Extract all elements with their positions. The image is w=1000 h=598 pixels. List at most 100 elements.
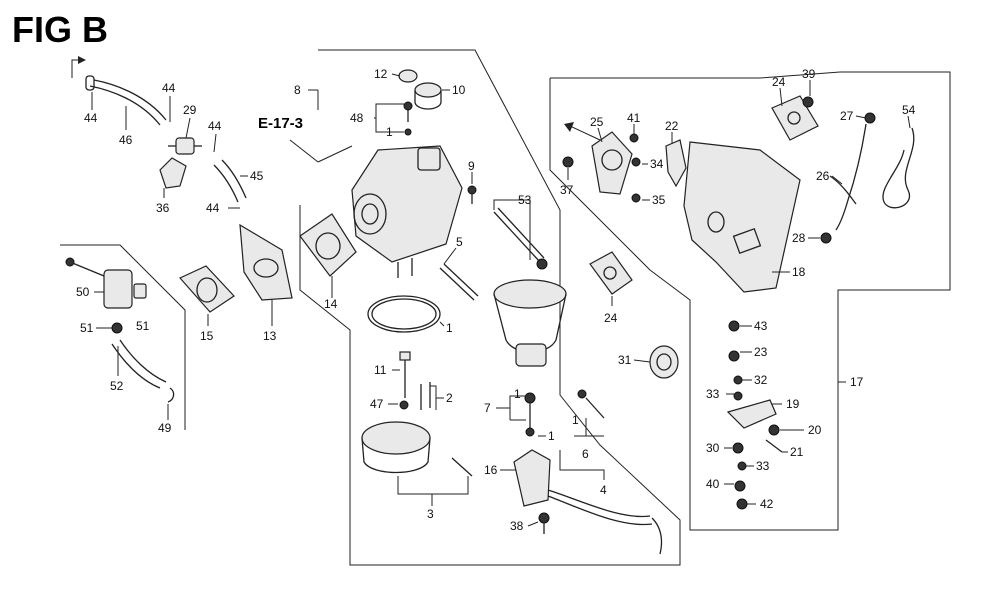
leader-lines [91,73,911,527]
lever-19 [726,399,777,429]
washer-40 [734,480,746,492]
fuel-hose-46 [89,79,167,126]
callout-label: 38 [510,519,524,533]
screw-47 [399,400,409,410]
callout-label: 1 [446,321,453,335]
callout-label: 52 [110,379,124,393]
callout-label: 24 [604,311,618,325]
callout-label: 40 [706,477,720,491]
washer-33a [733,391,743,401]
callout-label: 33 [706,387,720,401]
knob-31 [649,345,679,379]
callout-label: 39 [802,67,816,81]
callout-label: 5 [456,235,463,249]
cross-reference-label: E-17-3 [258,115,303,132]
carburetor-group-outline [299,49,681,566]
callout-label: 1 [572,413,579,427]
control-base-18 [683,141,801,293]
choke-actuator-25 [591,131,633,195]
callout-label: 15 [200,329,214,343]
carburetor-body-8 [351,145,463,278]
callout-label: 24 [772,75,786,89]
callout-label: 1 [386,125,393,139]
nut-37 [562,156,574,168]
float-bowl [493,279,567,367]
cap-10 [414,82,442,110]
callout-labels: 44 46 44 29 44 36 45 44 50 51 51 52 49 1… [76,67,916,533]
callout-label: 22 [665,119,679,133]
callout-label: 17 [850,375,864,389]
gasket-24b [589,251,633,295]
fuel-hose-52 [111,339,167,389]
callout-label: 43 [754,319,768,333]
spring-20 [768,424,780,436]
fuel-strainer-36 [159,157,187,189]
clip-49 [167,387,175,403]
callout-label: 42 [760,497,774,511]
cable-54 [882,127,915,209]
bolt-5 [439,263,479,301]
callout-label: 35 [652,193,666,207]
o-ring-1a [404,128,412,136]
washer-23 [728,350,740,362]
callout-label: 33 [756,459,770,473]
insulator-15 [179,265,235,313]
float-3 [361,421,473,477]
callout-label: 4 [600,483,607,497]
callout-label: 27 [840,109,854,123]
link-22 [665,139,687,188]
callout-label: 47 [370,397,384,411]
pin-21 [765,439,783,453]
flow-arrow-left [71,59,78,78]
fuel-valve-50 [65,257,147,309]
callout-label: 46 [119,133,133,147]
nut-28 [820,232,832,244]
callout-label: 26 [816,169,830,183]
callout-label: 53 [518,193,532,207]
callout-label: 3 [427,507,434,521]
callout-label: 44 [162,81,176,95]
washer-33b [737,461,747,471]
drain-screw-7 [524,392,536,437]
callout-label: 44 [206,201,220,215]
callout-label: 41 [627,111,641,125]
callout-label: 49 [158,421,172,435]
gasket-ring-1 [367,295,441,333]
callout-label: 18 [792,265,806,279]
rod-26 [829,175,857,205]
callout-label: 1 [514,387,521,401]
callout-label: 30 [706,441,720,455]
bolt-30 [732,442,744,454]
callout-label: 7 [484,401,491,415]
callout-label: 12 [374,67,388,81]
pins-2 [420,382,431,410]
flow-arrow-head-left [78,56,86,64]
callout-label: 32 [754,373,768,387]
gasket-ring-1-inner [371,298,437,330]
nut-43 [728,320,740,332]
callout-label: 21 [790,445,804,459]
callout-label: 19 [786,397,800,411]
screw-41 [629,133,639,143]
solenoid-16 [513,449,663,555]
callout-label: 16 [484,463,498,477]
callout-label: 44 [208,119,222,133]
callout-label: 13 [263,329,277,343]
fuel-hose-clip-44a [85,75,95,91]
callout-label: 1 [548,429,555,443]
fuel-filter-29 [168,137,202,155]
screw-6 [577,389,605,419]
screw-9 [467,185,477,204]
callout-label: 9 [468,159,475,173]
fuel-hose-45 [213,159,247,203]
nut-42 [736,498,748,510]
flow-arrow-head-right [564,122,574,132]
callout-label: 11 [374,363,387,377]
callout-label: 34 [650,157,664,171]
bracket-13 [239,223,293,301]
screw-35 [631,193,641,203]
screw-48 [403,101,413,122]
callout-label: 37 [560,183,574,197]
callout-label: 23 [754,345,768,359]
